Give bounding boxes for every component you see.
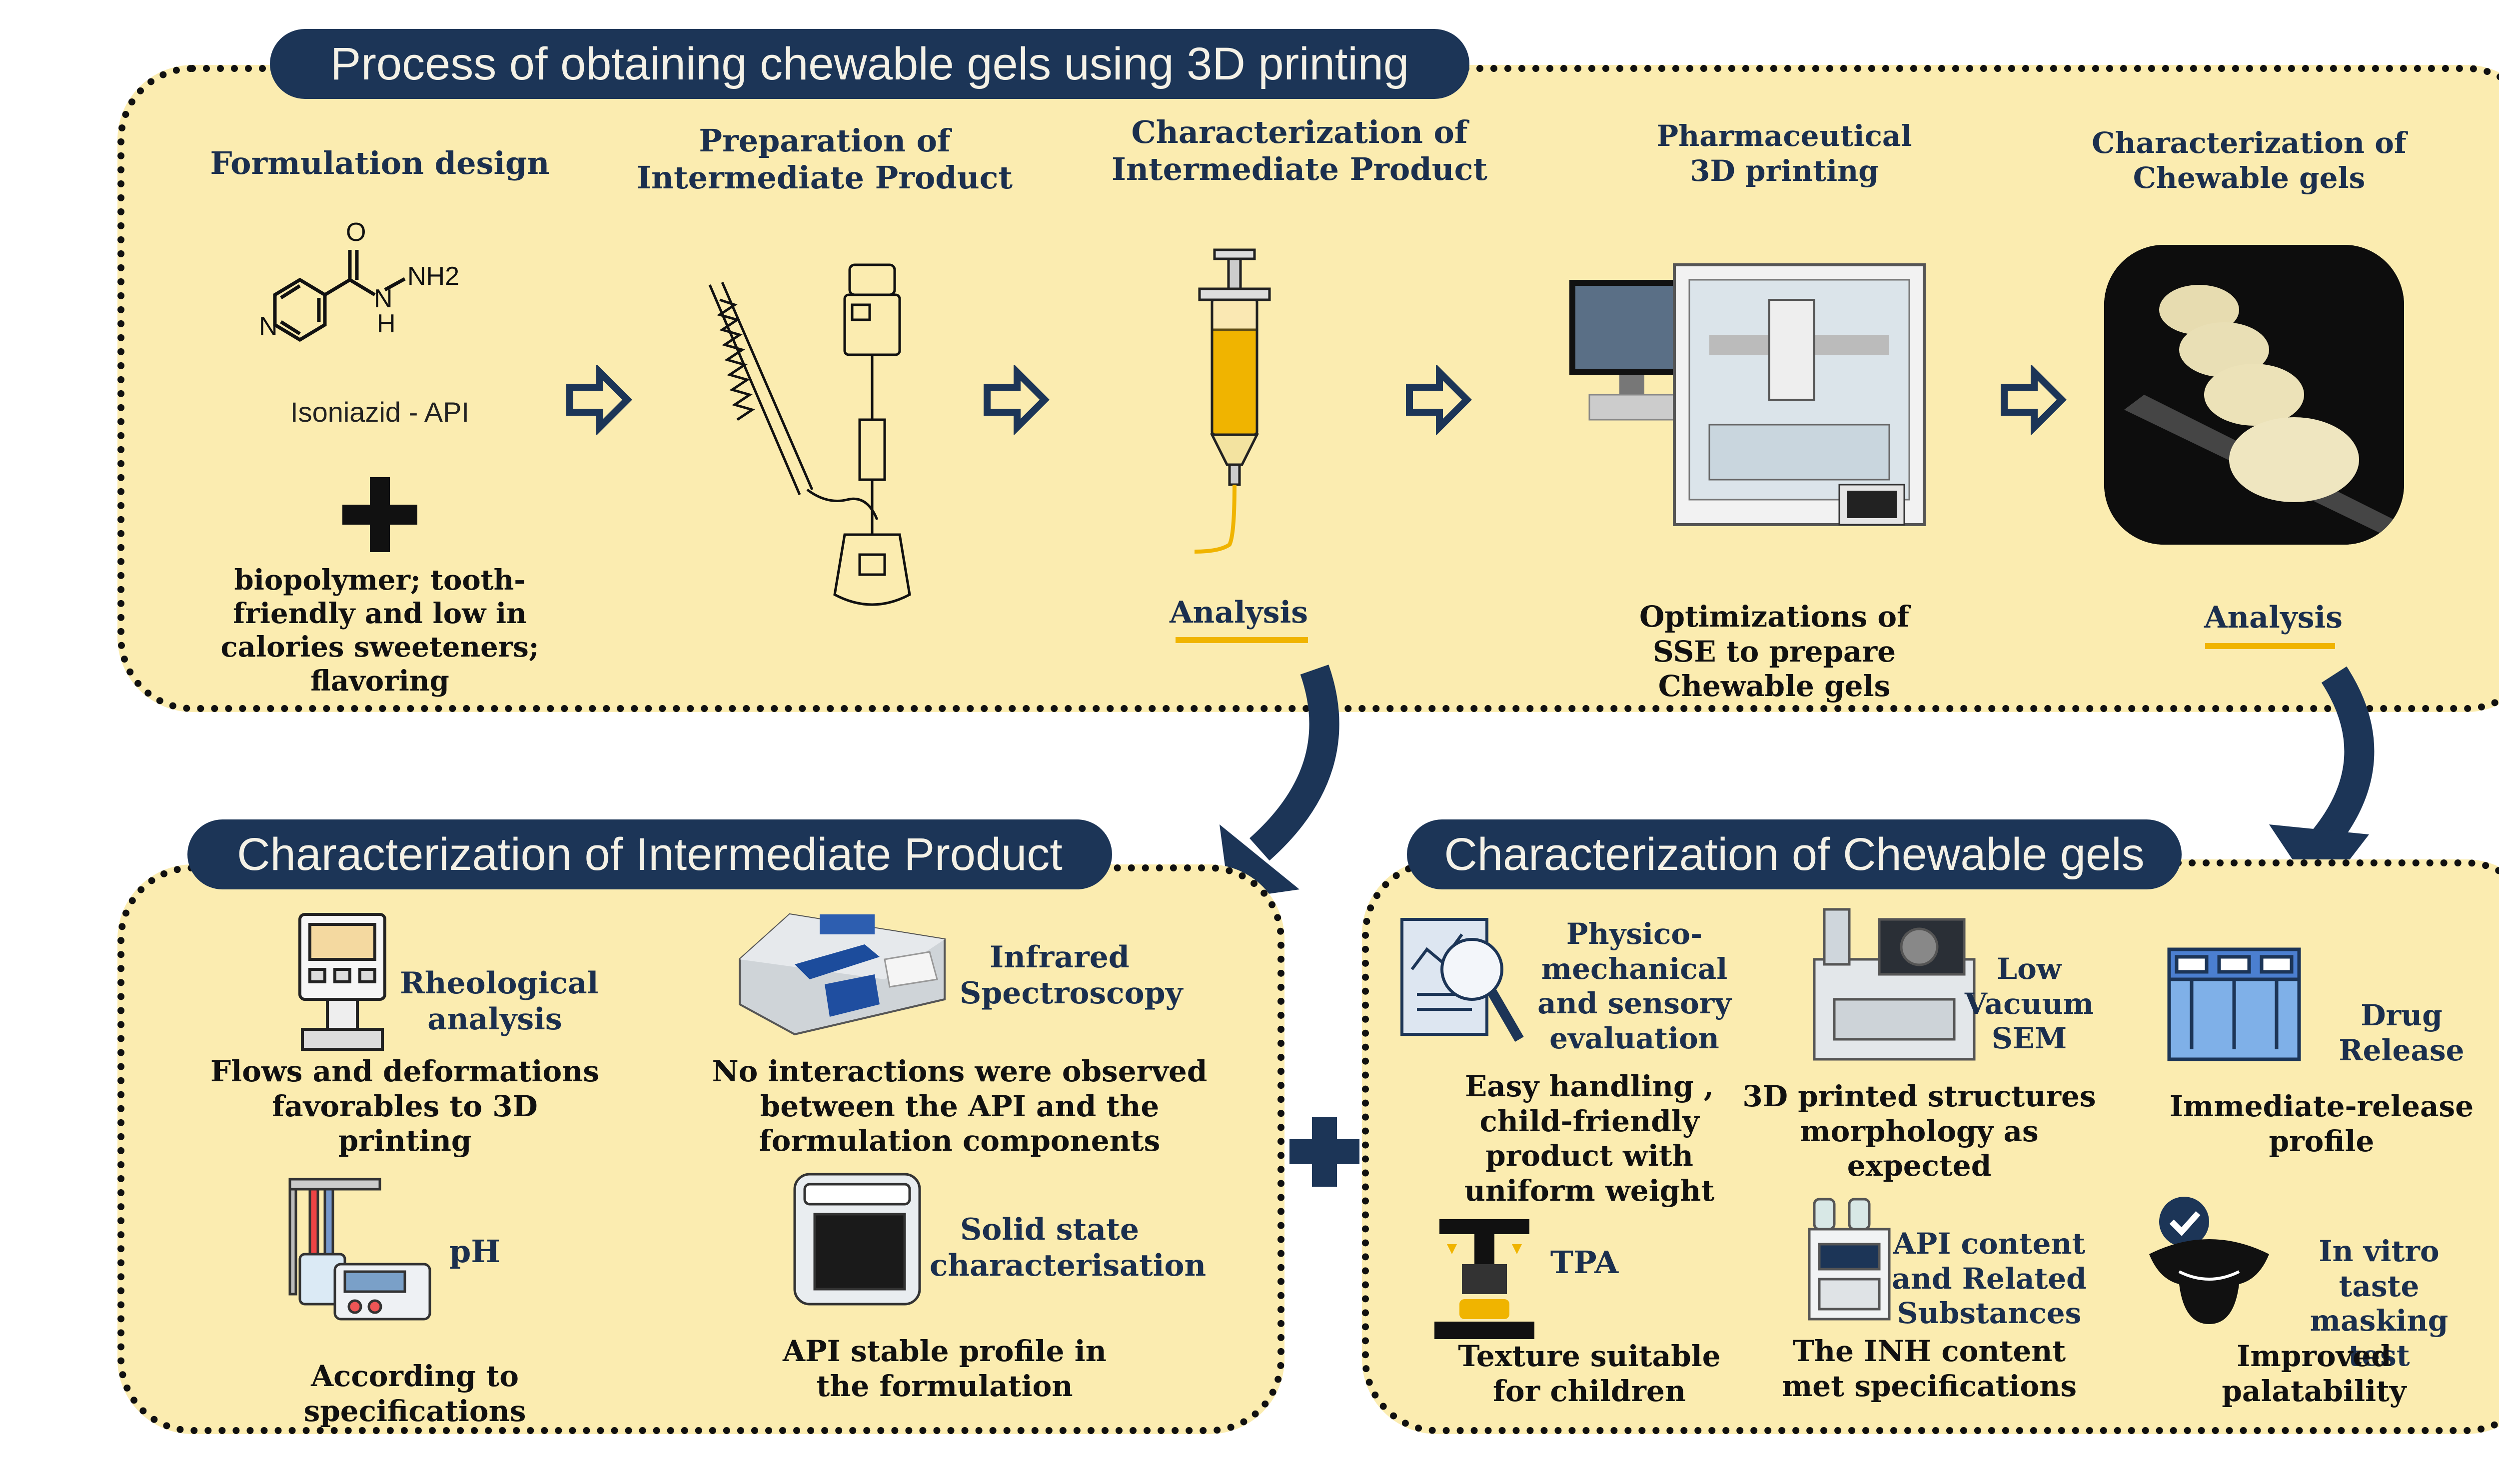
chewable-gels-title: Characterization of Chewable gels [1407,819,2182,889]
molecule-o-text: O [346,218,366,247]
step-title-characterization-gels: Characterization of Chewable gels [2092,126,2407,195]
sem-name: Low Vacuum SEM [1964,952,2094,1056]
intermediate-title: Characterization of Intermediate Product [187,819,1112,889]
ir-name: Infrared Spectroscopy [960,940,1183,1011]
analysis-label-1: Analysis [1170,595,1308,630]
molecule-nh-text: N [374,284,393,313]
rheological-result: Flows and deformations favorables to 3D … [210,1054,600,1158]
sem-result: 3D printed structures morphology as expe… [1742,1079,2096,1183]
dissolution-apparatus-icon [2167,947,2301,1061]
extrusion-apparatus-icon [708,263,911,606]
taste-masking-name: In vitro taste masking test [2310,1234,2449,1373]
solid-state-name: Solid state characterisation [930,1212,1207,1283]
hplc-instrument-icon [1808,1198,1891,1321]
ph-result: According to specifications [303,1359,526,1428]
step-arrow-icon [566,365,632,435]
solid-state-instrument-icon [793,1173,921,1306]
step-title-characterization-intermediate: Characterization of Intermediate Product [1111,114,1488,188]
physico-result: Easy handling , child-friendly product w… [1464,1069,1715,1208]
tpa-name: TPA [1550,1244,1619,1281]
step-arrow-icon [2001,365,2067,435]
sem-microscope-icon [1813,908,1976,1061]
tpa-result: Texture suitable for children [1458,1339,1721,1408]
sse-text: Optimizations of SSE to prepare Chewable… [1639,600,1909,704]
analysis-underline-2 [2205,643,2335,649]
step-arrow-icon [984,365,1050,435]
top-panel [117,65,2499,712]
taste-tongue-icon [2149,1197,2269,1324]
isoniazid-structure-icon: O N H NH2 N [259,218,459,342]
solid-state-result: API stable profile in the formulation [783,1334,1107,1403]
top-title: Process of obtaining chewable gels using… [270,29,1469,99]
drug-release-name: Drug Release [2339,998,2465,1067]
molecule-ring-n-text: N [259,312,278,341]
magnifier-document-icon [1400,918,1524,1042]
ph-name: pH [449,1233,500,1270]
texture-analyzer-icon [1434,1219,1534,1339]
step-arrow-icon [1406,365,1472,435]
analysis-underline-1 [1176,637,1308,643]
taste-masking-result: Improved palatability [2222,1339,2407,1408]
ingredients-text: biopolymer; tooth-friendly and low in ca… [220,564,539,698]
step-title-3d-printing: Pharmaceutical 3D printing [1656,119,1912,188]
api-label: Isoniazid - API [290,396,469,428]
step-title-preparation: Preparation of Intermediate Product [636,122,1013,196]
physico-name: Physico-mechanical and sensory evaluatio… [1537,917,1731,1055]
plus-icon [1289,1117,1359,1187]
chewable-gels-photo [2104,245,2404,545]
plus-icon [342,477,417,552]
syringe-icon [1194,248,1271,554]
step-title-formulation: Formulation design [210,145,550,181]
molecule-h-text: H [377,309,396,338]
3d-printer-icon [1569,263,1926,526]
analysis-label-2: Analysis [2204,600,2343,635]
drug-release-result: Immediate-release profile [2169,1089,2474,1158]
api-content-name: API content and Related Substances [1892,1227,2087,1331]
ir-spectrometer-icon [739,913,946,1036]
ph-meter-icon [288,1178,431,1321]
ir-result: No interactions were observed between th… [712,1054,1208,1158]
molecule-nh2-text: NH2 [407,262,459,291]
rheological-name: Rheological analysis [400,966,599,1037]
api-content-result: The INH content met specifications [1781,1334,2077,1403]
rheometer-icon [298,913,386,1051]
